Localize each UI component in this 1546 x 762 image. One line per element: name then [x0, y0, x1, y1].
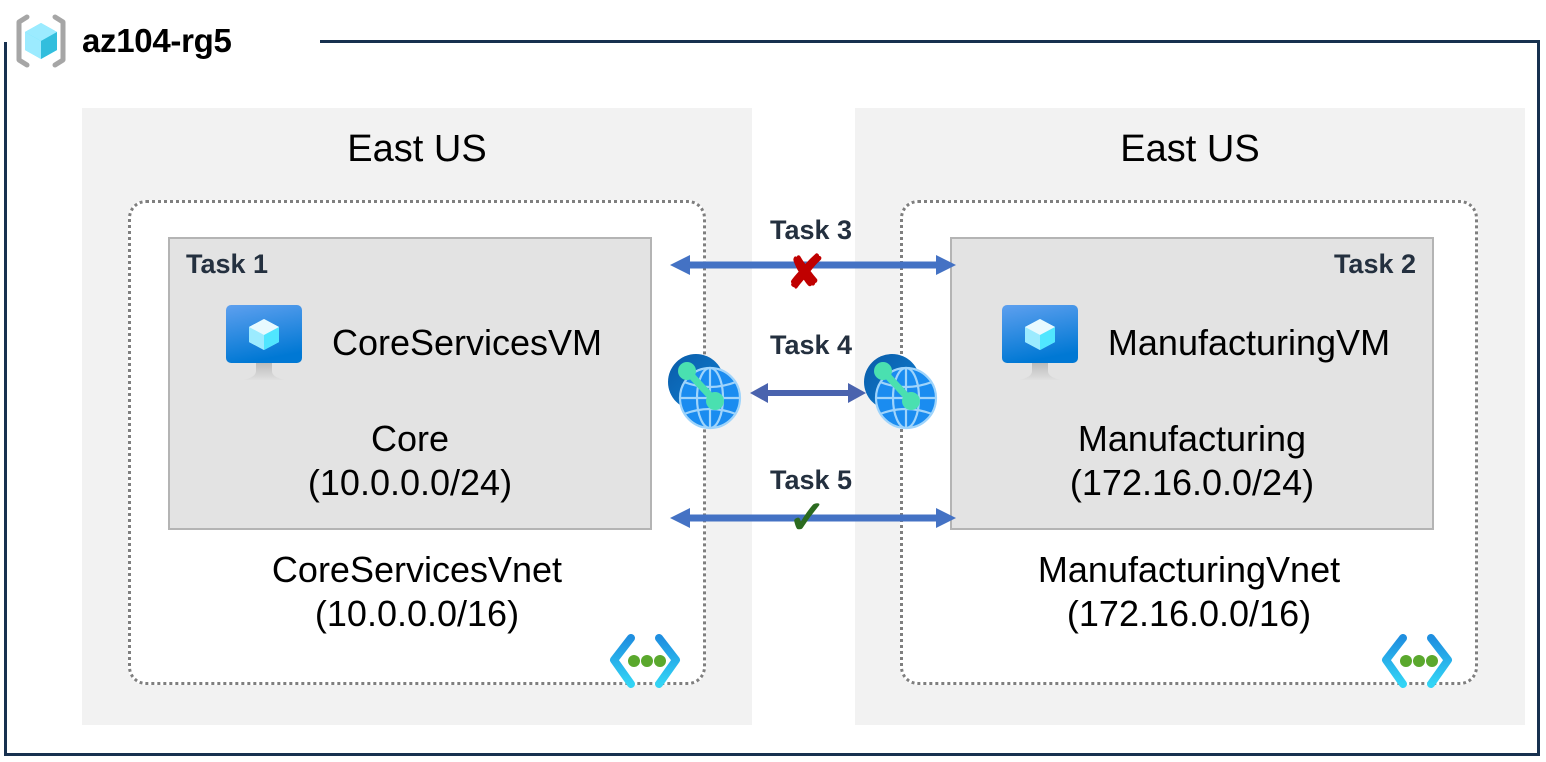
vnet-peering-icon — [858, 348, 944, 434]
resource-group-header: az104-rg5 — [10, 6, 232, 76]
subnet-label-core: Core (10.0.0.0/24) — [170, 417, 650, 505]
azure-resource-group-icon — [10, 10, 72, 72]
subnet-address-manufacturing: (172.16.0.0/24) — [1069, 461, 1315, 503]
connector-label-task4: Task 4 — [769, 330, 853, 360]
connector-arrow-task4 — [750, 383, 866, 403]
subnet-name-manufacturing: Manufacturing — [1077, 418, 1307, 459]
vm-row-manufacturing: ManufacturingVM — [952, 297, 1432, 389]
subnet-label-manufacturing: Manufacturing (172.16.0.0/24) — [952, 417, 1432, 505]
task-tag-2: Task 2 — [1333, 249, 1416, 279]
region-label-left: East US — [347, 128, 487, 170]
virtual-network-icon — [609, 634, 681, 690]
resource-group-frame — [4, 42, 1540, 756]
allowed-marker-task5: ✓ — [788, 491, 827, 543]
connector-label-task3: Task 3 — [769, 215, 853, 245]
region-label-right: East US — [1120, 128, 1260, 170]
subnet-address-core: (10.0.0.0/24) — [307, 461, 513, 503]
connector-arrow-task3 — [670, 255, 956, 275]
virtual-machine-icon — [994, 297, 1086, 389]
task-tag-1: Task 1 — [186, 249, 269, 279]
frame-top-line — [320, 40, 1540, 43]
connector-arrow-task5 — [670, 508, 956, 528]
vnet-address-manufacturing: (172.16.0.0/16) — [1066, 592, 1312, 634]
vnet-peering-icon — [662, 348, 748, 434]
vm-row-core: CoreServicesVM — [170, 297, 650, 389]
vnet-label-core: CoreServicesVnet (10.0.0.0/16) — [131, 548, 703, 636]
blocked-marker-task3: ✘ — [786, 246, 825, 298]
resource-group-name: az104-rg5 — [82, 22, 232, 59]
virtual-machine-icon — [218, 297, 310, 389]
vm-name-manufacturing: ManufacturingVM — [1107, 322, 1391, 363]
vnet-label-manufacturing: ManufacturingVnet (172.16.0.0/16) — [903, 548, 1475, 636]
vnet-name-manufacturing: ManufacturingVnet — [1037, 549, 1341, 590]
vnet-address-core: (10.0.0.0/16) — [314, 592, 520, 634]
vnet-name-core: CoreServicesVnet — [271, 549, 563, 590]
subnet-core[interactable]: Task 1 — [168, 237, 652, 530]
vm-name-core: CoreServicesVM — [331, 322, 603, 363]
subnet-name-core: Core — [370, 418, 450, 459]
subnet-manufacturing[interactable]: Task 2 — [950, 237, 1434, 530]
virtual-network-icon — [1381, 634, 1453, 690]
connector-label-task5: Task 5 — [769, 465, 853, 495]
